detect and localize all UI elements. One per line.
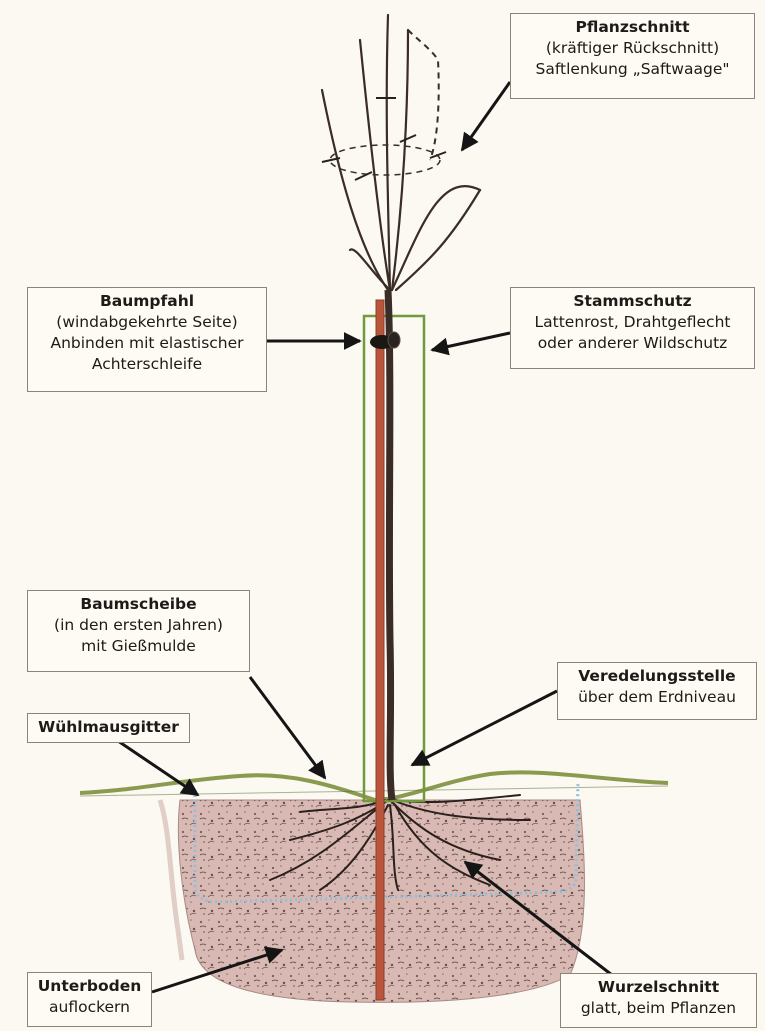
- label-title: Baumscheibe: [34, 594, 243, 615]
- tree-stake: [376, 300, 384, 1000]
- arrow-pflanzschnitt: [462, 82, 510, 150]
- label-title: Wurzelschnitt: [567, 977, 750, 998]
- label-title: Stammschutz: [517, 291, 748, 312]
- sap-balance-ellipse: [330, 145, 440, 175]
- label-title: Unterboden: [34, 976, 145, 997]
- arrow-veredelungsstelle: [412, 691, 557, 765]
- label-title: Wühlmausgitter: [34, 717, 183, 738]
- label-veredelungsstelle: Veredelungsstelle über dem Erdniveau: [557, 662, 757, 720]
- tree-trunk: [388, 290, 392, 800]
- label-line: Lattenrost, Drahtgeflecht: [517, 312, 748, 333]
- label-line: Achterschleife: [34, 354, 260, 375]
- label-line: mit Gießmulde: [34, 636, 243, 657]
- label-line: oder anderer Wildschutz: [517, 333, 748, 354]
- label-title: Pflanzschnitt: [517, 17, 748, 38]
- label-wurzelschnitt: Wurzelschnitt glatt, beim Pflanzen: [560, 973, 757, 1028]
- trunk-guard: [364, 316, 424, 801]
- label-wuehlmausgitter: Wühlmausgitter: [27, 713, 190, 743]
- soil-pit: [160, 800, 584, 1002]
- label-title: Veredelungsstelle: [564, 666, 750, 687]
- label-line: auflockern: [34, 997, 145, 1018]
- label-stammschutz: Stammschutz Lattenrost, Drahtgeflecht od…: [510, 287, 755, 369]
- label-baumscheibe: Baumscheibe (in den ersten Jahren) mit G…: [27, 590, 250, 672]
- label-line: über dem Erdniveau: [564, 687, 750, 708]
- label-line: (in den ersten Jahren): [34, 615, 243, 636]
- crown-tip-dashed: [408, 30, 439, 160]
- arrow-baumscheibe: [250, 677, 325, 778]
- label-line: Anbinden mit elastischer: [34, 333, 260, 354]
- label-line: (kräftiger Rückschnitt): [517, 38, 748, 59]
- label-line: (windabgekehrte Seite): [34, 312, 260, 333]
- arrow-stammschutz: [432, 333, 510, 350]
- tree-crown: [322, 15, 480, 290]
- label-title: Baumpfahl: [34, 291, 260, 312]
- tie-knot-icon: [370, 332, 400, 349]
- label-unterboden: Unterboden auflockern: [27, 972, 152, 1027]
- label-pflanzschnitt: Pflanzschnitt (kräftiger Rückschnitt) Sa…: [510, 13, 755, 99]
- label-baumpfahl: Baumpfahl (windabgekehrte Seite) Anbinde…: [27, 287, 267, 392]
- label-line: Saftlenkung „Saftwaage": [517, 59, 748, 80]
- label-line: glatt, beim Pflanzen: [567, 998, 750, 1019]
